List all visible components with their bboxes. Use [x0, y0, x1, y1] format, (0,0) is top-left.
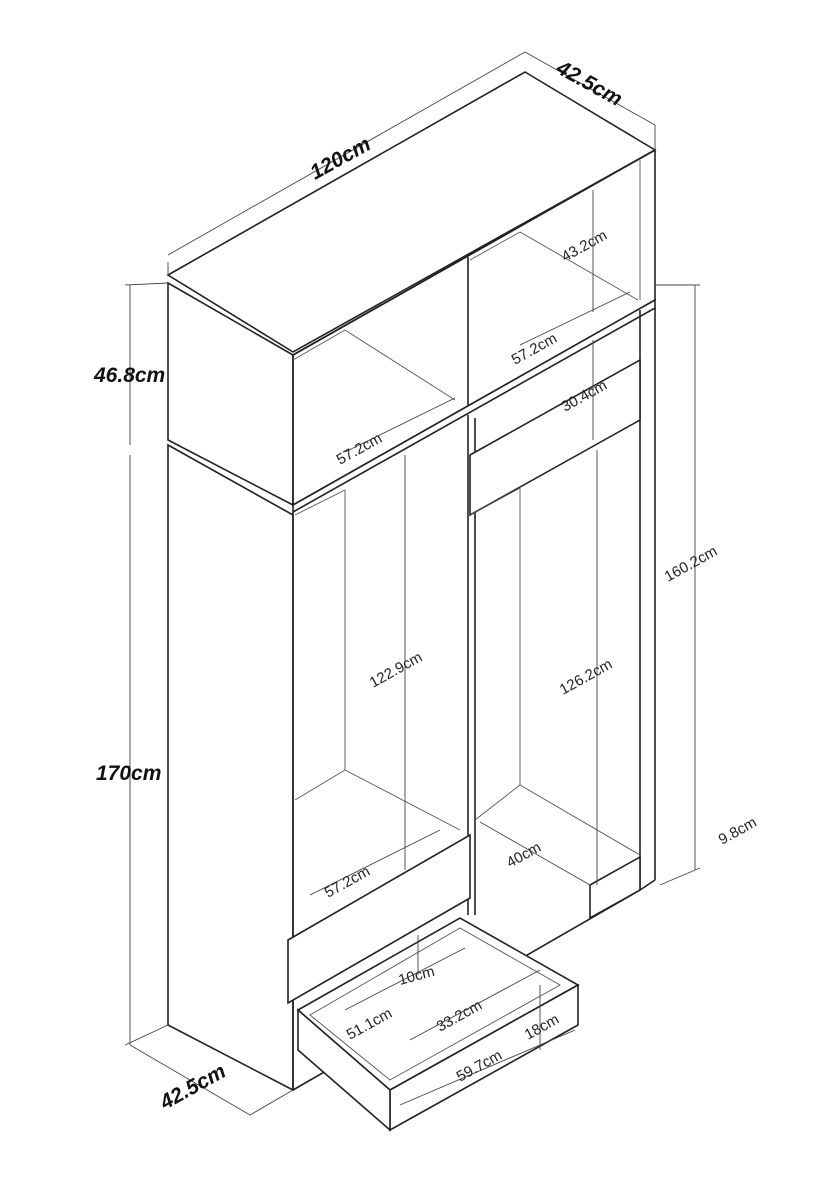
label-body-height: 170cm [96, 762, 161, 785]
body-side-panel [167, 443, 294, 1092]
open-drawer[interactable] [296, 917, 580, 1132]
label-right-bottom-depth: 40cm [504, 839, 544, 872]
label-right-hanging-height: 126.2cm [557, 656, 616, 699]
wardrobe-body [167, 308, 656, 1132]
hutch [166, 71, 657, 514]
hutch-top [166, 71, 657, 353]
label-hutch-height: 46.8cm [93, 364, 165, 387]
label-hutch-right-height: 43.2cm [559, 227, 610, 266]
label-depth-bottom: 42.5cm [155, 1060, 229, 1115]
top-shelf-right [469, 358, 641, 517]
label-plinth-height: 9.8cm [716, 814, 760, 849]
label-right-section-height: 160.2cm [662, 543, 721, 586]
dimension-lines [124, 51, 701, 1116]
label-left-hanging-height: 122.9cm [367, 649, 426, 692]
upper-drawer[interactable] [287, 833, 471, 1005]
